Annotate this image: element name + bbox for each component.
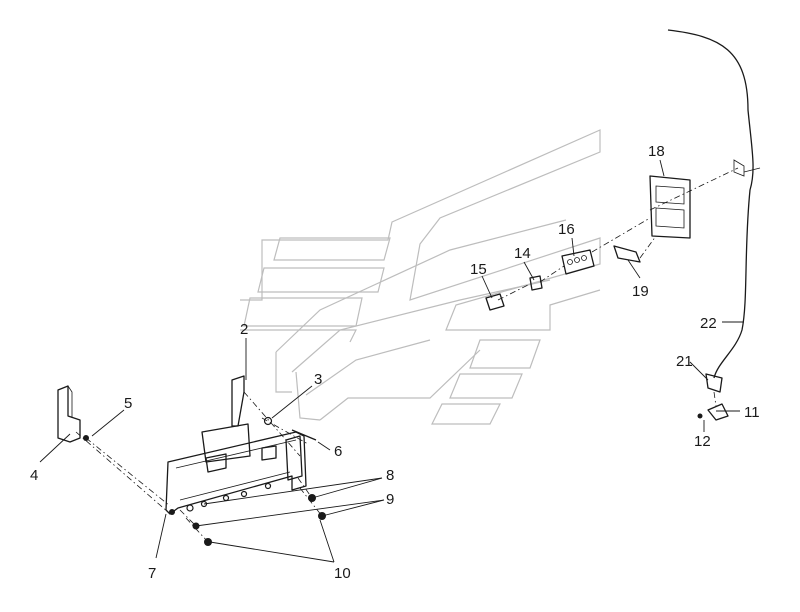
switch-15: [485, 293, 505, 311]
callout-16: 16: [558, 221, 575, 238]
bezel-18: [649, 175, 691, 239]
connector-21: [705, 373, 723, 393]
callout-10: 10: [334, 565, 351, 582]
wire-harness: [667, 29, 761, 421]
switch-pack: [485, 249, 595, 311]
callout-5: 5: [124, 395, 132, 412]
callout-15: 15: [470, 261, 487, 278]
callout-2: 2: [240, 321, 248, 338]
callout-19: 19: [632, 283, 649, 300]
left-mounting-bracket: [57, 385, 89, 443]
screw-12: [697, 413, 703, 419]
callout-12: 12: [694, 433, 711, 450]
bracket-11: [707, 403, 729, 421]
washer-3: [263, 416, 273, 426]
callout-6: 6: [334, 443, 342, 460]
background-panel-outline: [240, 129, 601, 425]
callout-7: 7: [148, 565, 156, 582]
clip-14: [529, 275, 543, 291]
callout-11: 11: [744, 404, 760, 421]
callout-9: 9: [386, 491, 394, 508]
callout-labels: 2 3 4 5 6 7 8 9 10 11 12 14 15 16 18 19 …: [30, 143, 760, 582]
alignment-lines: [75, 167, 739, 543]
callout-3: 3: [314, 371, 322, 388]
callout-21: 21: [676, 353, 693, 370]
callout-22: 22: [700, 315, 717, 332]
switch-bezel: [613, 175, 691, 263]
switch-block-16: [561, 249, 595, 275]
callout-18: 18: [648, 143, 665, 160]
main-mounting-plate: [165, 375, 317, 515]
callout-4: 4: [30, 467, 38, 484]
callout-8: 8: [386, 467, 394, 484]
leader-lines: [39, 159, 744, 563]
cover-19: [613, 245, 641, 263]
callout-14: 14: [514, 245, 531, 262]
